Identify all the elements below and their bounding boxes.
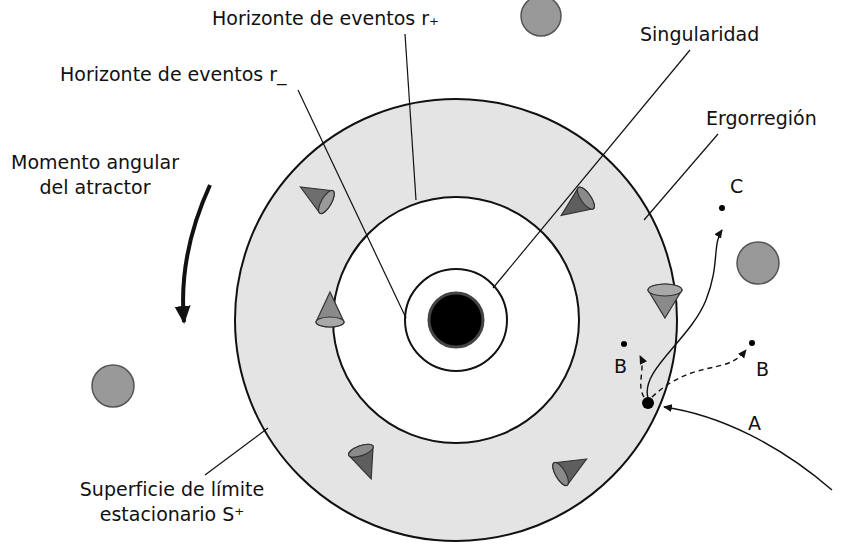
body-circle: [92, 365, 134, 407]
light-cone: [294, 176, 337, 216]
escape-trajectory: [647, 230, 722, 398]
light-cone: [554, 185, 598, 226]
leader-line: [493, 50, 690, 288]
particle-dot: [621, 341, 627, 347]
inner-horizon: [405, 269, 507, 371]
body-circle: [521, 0, 561, 36]
light-cone: [347, 442, 383, 484]
leader-line: [298, 90, 406, 318]
ergoregion-label: Ergorregión: [706, 106, 817, 131]
point-label: B: [756, 357, 769, 382]
light-cone: [550, 448, 593, 488]
horizon-label: Horizonte de eventos r_: [60, 62, 287, 87]
singularity-disk: [429, 293, 483, 347]
surface-label: Superficie de límite estacionario S⁺: [62, 477, 282, 527]
point-label: A: [748, 411, 761, 436]
stationary-limit-surface: [235, 99, 677, 541]
leader-line: [205, 428, 268, 475]
rotation-label: Momento angular del atractor: [5, 150, 185, 200]
point-label: C: [730, 174, 743, 199]
leader-line: [405, 34, 416, 200]
point-label: B: [614, 354, 627, 379]
outer-horizon: [333, 197, 579, 443]
body-circle: [737, 242, 779, 284]
incoming-trajectory: [664, 407, 832, 490]
rotation-arrow: [183, 185, 210, 322]
horizon-label: Horizonte de eventos r₊: [212, 6, 439, 31]
singularity-label: Singularidad: [640, 22, 759, 47]
light-cone: [316, 292, 344, 327]
leader-line: [644, 134, 718, 220]
light-cone: [648, 284, 682, 318]
fragment-trajectory: [640, 356, 644, 397]
particle-dot: [719, 205, 725, 211]
particle-dot: [749, 340, 755, 346]
particle-dot: [642, 397, 654, 409]
fragment-trajectory: [652, 350, 746, 397]
